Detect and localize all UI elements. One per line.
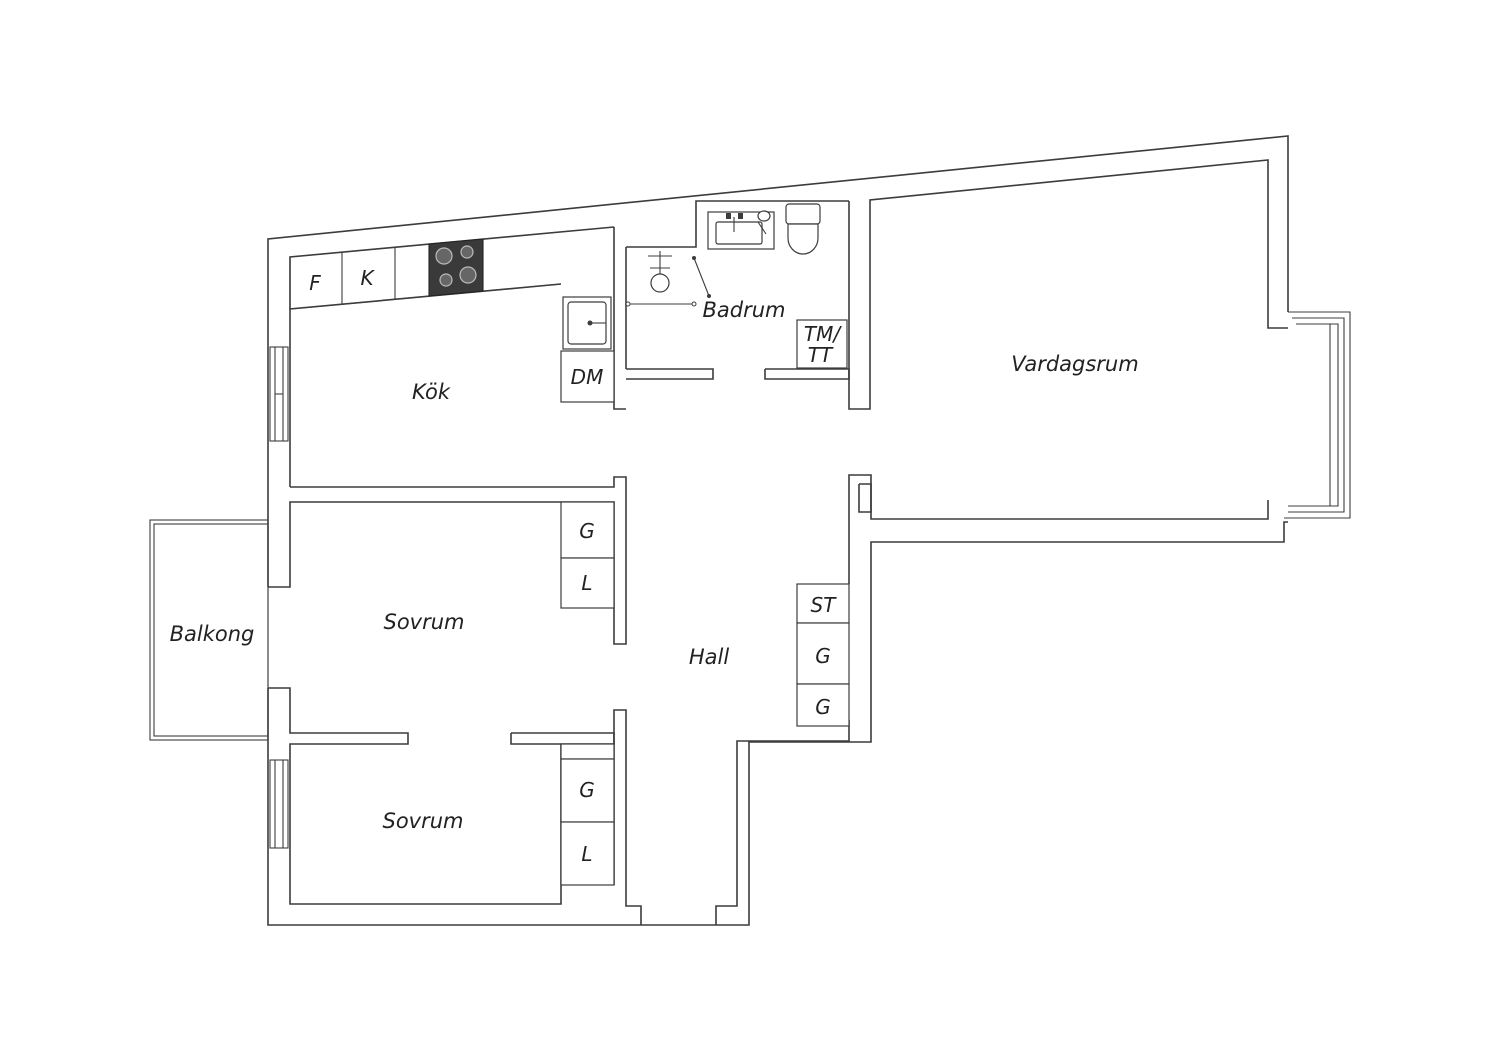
unit-label-hall-st: ST bbox=[811, 593, 838, 617]
room-label-sovrum-1: Sovrum bbox=[383, 610, 464, 634]
dishwasher-cabinet bbox=[560, 350, 615, 403]
unit-label-washer-top: TM/ bbox=[804, 322, 842, 346]
room-label-balkong: Balkong bbox=[170, 622, 255, 646]
stove-icon bbox=[428, 238, 484, 297]
room-label-sovrum-2: Sovrum bbox=[382, 809, 463, 833]
windows bbox=[269, 311, 1351, 849]
balcony-outline bbox=[149, 519, 269, 741]
shower-icon bbox=[625, 251, 711, 307]
unit-label-bed1-l: L bbox=[581, 571, 592, 595]
unit-label-freezer: K bbox=[360, 266, 375, 290]
toilet-icon bbox=[757, 203, 821, 255]
wardrobe-hall bbox=[796, 583, 850, 727]
room-label-hall: Hall bbox=[689, 645, 729, 669]
unit-label-bed2-g: G bbox=[579, 778, 595, 802]
unit-label-hall-g2: G bbox=[815, 695, 831, 719]
outer-walls bbox=[267, 135, 1289, 926]
room-label-badrum: Badrum bbox=[702, 298, 785, 322]
laundry-cabinet bbox=[796, 319, 848, 369]
unit-label-bed1-g: G bbox=[579, 519, 595, 543]
room-label-vardagsrum: Vardagsrum bbox=[1011, 352, 1138, 376]
wardrobe-bedroom-1 bbox=[560, 501, 615, 609]
room-label-kok: Kök bbox=[412, 380, 451, 404]
unit-label-washer-bottom: TT bbox=[808, 343, 834, 367]
sink-icon bbox=[562, 296, 612, 350]
unit-label-dishwasher: DM bbox=[571, 365, 604, 389]
unit-label-hall-g1: G bbox=[815, 644, 831, 668]
kitchen-counter bbox=[289, 239, 562, 310]
unit-label-fridge: F bbox=[309, 271, 321, 295]
unit-label-bed2-l: L bbox=[581, 842, 592, 866]
wardrobe-bedroom-2 bbox=[560, 743, 615, 886]
